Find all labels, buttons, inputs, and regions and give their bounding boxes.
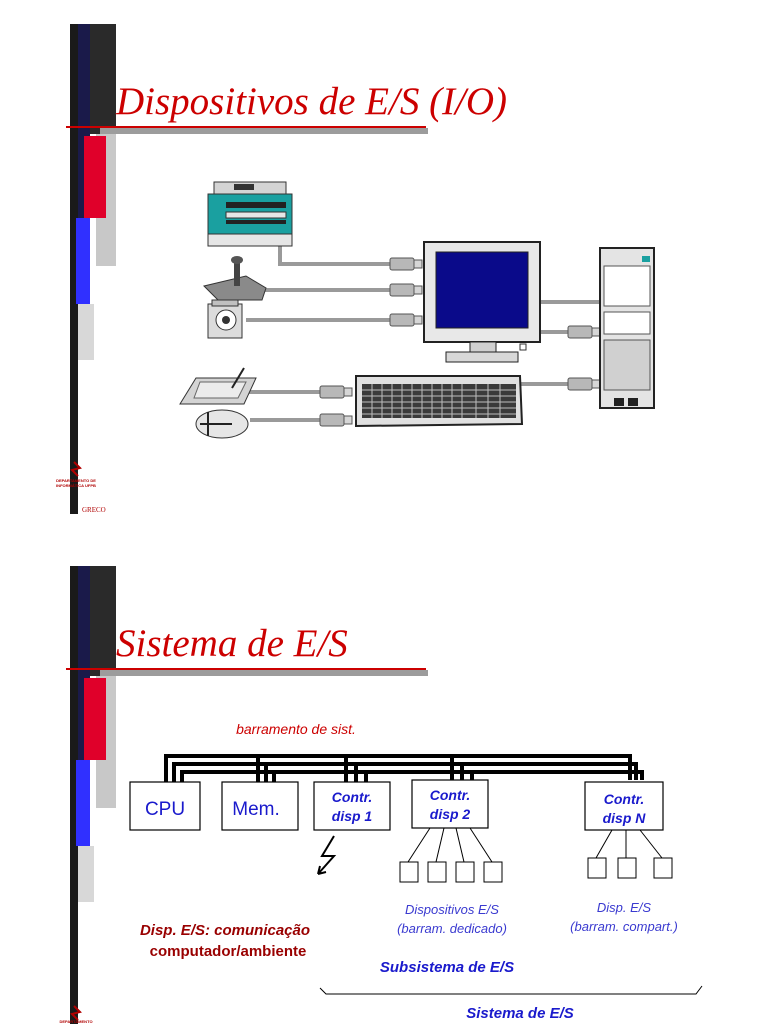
decor-bar-lightgray bbox=[78, 304, 94, 360]
shared-label-2: (barram. compart.) bbox=[570, 919, 678, 934]
contrN-label-2: disp N bbox=[603, 810, 647, 826]
logo-text: DEPARTAMENTO DE INFORMÁTICA UFPB bbox=[56, 478, 96, 488]
contr-disp1-box bbox=[313, 781, 391, 831]
system-bus bbox=[164, 754, 644, 782]
tablet-icon bbox=[179, 367, 257, 405]
lightning-icon bbox=[317, 835, 337, 875]
contr2-label-2: disp 2 bbox=[430, 806, 471, 822]
decor-bar-red bbox=[84, 136, 106, 218]
bus-label: barramento de sist. bbox=[236, 721, 356, 737]
cpu-box bbox=[129, 781, 201, 831]
decor-bar-lightgray bbox=[78, 846, 94, 902]
contr1-label-2: disp 1 bbox=[332, 808, 373, 824]
slide-title: Dispositivos de E/S (I/O) bbox=[116, 80, 508, 123]
shared-label-1: Disp. E/S bbox=[597, 900, 652, 915]
device-box bbox=[587, 857, 607, 879]
io-system-diagram: barramento de sist. CPU Mem. Contr. disp… bbox=[129, 721, 703, 1022]
decor-bar-black bbox=[70, 24, 78, 514]
device-box bbox=[455, 861, 475, 883]
system-label: Sistema de E/S bbox=[466, 1005, 574, 1022]
contr1-label-1: Contr. bbox=[332, 789, 372, 805]
mem-label: Mem. bbox=[232, 799, 280, 820]
dedicated-label-1: Dispositivos E/S bbox=[405, 902, 499, 917]
disp-es-label-2: computador/ambiente bbox=[150, 943, 307, 960]
logo-icon bbox=[70, 461, 82, 477]
logo-icon bbox=[70, 1005, 82, 1021]
decor-bar-blue bbox=[76, 218, 90, 304]
device-box bbox=[427, 861, 447, 883]
title-underline bbox=[100, 128, 428, 134]
keyboard-icon bbox=[355, 375, 524, 428]
slide-title: Sistema de E/S bbox=[116, 622, 348, 665]
io-devices-illustration bbox=[179, 181, 655, 439]
cpu-label: CPU bbox=[145, 799, 185, 820]
title-red-line bbox=[66, 668, 426, 670]
footer-text: GRECO bbox=[82, 506, 106, 514]
contrN-label-1: Contr. bbox=[604, 791, 644, 807]
subsystem-label: Subsistema de E/S bbox=[380, 959, 514, 976]
device-box bbox=[653, 857, 673, 879]
dedicated-label-2: (barram. dedicado) bbox=[397, 921, 507, 936]
mem-box bbox=[221, 781, 299, 831]
slide-io-system: Sistema de E/S barramento de sist. CPU M… bbox=[0, 542, 768, 1024]
device-box bbox=[617, 857, 637, 879]
decor-bar-black bbox=[70, 566, 78, 1024]
logo-text: DEPARTAMENTO bbox=[59, 1019, 93, 1024]
monitor-icon bbox=[423, 241, 541, 363]
slide-io-devices: Dispositivos de E/S (I/O) bbox=[56, 24, 655, 514]
cable-plugs bbox=[319, 257, 601, 427]
contr-dispN-box bbox=[584, 781, 664, 831]
decor-bar-red bbox=[84, 678, 106, 760]
mouse-icon bbox=[195, 409, 249, 439]
decor-bar-blue bbox=[76, 760, 90, 846]
device-box bbox=[483, 861, 503, 883]
title-red-line bbox=[66, 126, 426, 128]
contr2-label-1: Contr. bbox=[430, 787, 470, 803]
tower-pc-icon bbox=[599, 247, 655, 409]
title-underline bbox=[100, 670, 428, 676]
system-brace bbox=[319, 985, 703, 995]
printer-icon bbox=[207, 181, 293, 247]
decor-bar-dark bbox=[90, 566, 116, 676]
joystick-icon bbox=[203, 256, 267, 301]
disp-es-label-1: Disp. E/S: comunicação bbox=[140, 922, 310, 939]
device-box bbox=[399, 861, 419, 883]
contr-disp2-box bbox=[411, 779, 489, 829]
camera-icon bbox=[207, 299, 243, 339]
decor-bar-dark bbox=[90, 24, 116, 134]
